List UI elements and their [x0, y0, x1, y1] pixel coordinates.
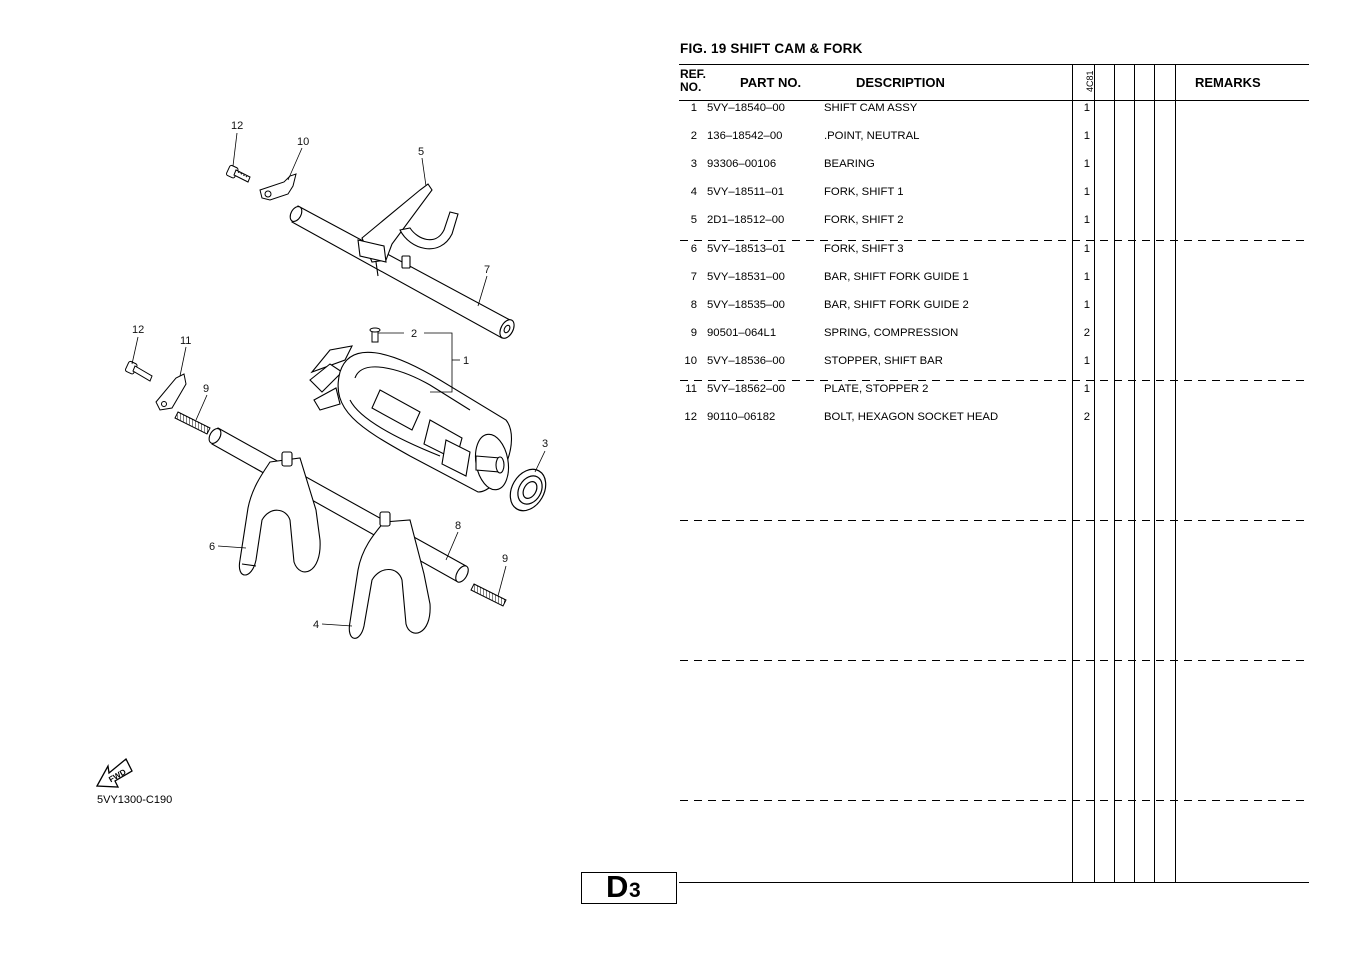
part-no-cell: 93306–00106	[707, 158, 777, 171]
part-no-cell: 5VY–18536–00	[707, 354, 785, 367]
part-no-cell: 90501–064L1	[707, 326, 777, 339]
quantity-cell: 2	[1083, 411, 1090, 424]
part-no-cell: 2D1–18512–00	[707, 214, 785, 227]
description-cell: STOPPER, SHIFT BAR	[824, 354, 943, 367]
fork-5	[357, 183, 459, 277]
ref-cell: 8	[690, 298, 697, 311]
ref-cell: 10	[684, 354, 697, 367]
page-indicator	[581, 872, 677, 904]
part-no-cell: 5VY–18540–00	[707, 102, 785, 114]
quantity-cell: 1	[1083, 214, 1090, 227]
part-no-cell: 5VY–18511–01	[707, 186, 785, 199]
callout-12-lower: 12	[132, 324, 144, 336]
header-description: DESCRIPTION	[856, 75, 945, 90]
spring-9-right	[470, 583, 507, 607]
callout-5: 5	[418, 146, 424, 158]
description-cell: SHIFT CAM ASSY	[824, 102, 918, 114]
description-cell: FORK, SHIFT 1	[824, 186, 904, 199]
ref-cell: 11	[685, 383, 697, 395]
ref-cell: 12	[684, 411, 697, 424]
bolt-12-upper	[225, 164, 251, 183]
callout-6: 6	[209, 541, 215, 553]
quantity-cell: 1	[1083, 130, 1090, 143]
quantity-cell: 1	[1083, 242, 1090, 255]
description-cell: BOLT, HEXAGON SOCKET HEAD	[824, 411, 999, 424]
description-cell: BAR, SHIFT FORK GUIDE 2	[824, 298, 969, 311]
callout-10: 10	[297, 136, 309, 148]
quantity-cell: 1	[1083, 186, 1090, 199]
ref-cell: 5	[690, 214, 697, 227]
plate-stopper-11	[155, 373, 187, 411]
part-no-cell: 90110–06182	[707, 411, 776, 424]
page-section-letter: D	[606, 869, 629, 904]
description-cell: PLATE, STOPPER 2	[824, 383, 929, 395]
quantity-cell: 2	[1083, 326, 1090, 339]
page-number: 3	[629, 879, 641, 902]
quantity-cell: 1	[1083, 354, 1090, 367]
header-remarks: REMARKS	[1195, 75, 1261, 90]
fork-4	[348, 511, 431, 639]
description-cell: BAR, SHIFT FORK GUIDE 1	[824, 270, 969, 283]
bearing-3	[509, 468, 547, 512]
callout-3: 3	[542, 438, 548, 450]
ref-cell: 6	[690, 242, 697, 255]
point-neutral-2	[369, 327, 381, 343]
callout-11: 11	[180, 335, 191, 347]
callout-2: 2	[411, 328, 417, 340]
callout-1: 1	[463, 355, 469, 367]
quantity-cell: 1	[1083, 158, 1090, 171]
ref-cell: 7	[690, 270, 697, 283]
shift-cam-1	[309, 345, 512, 493]
leader-lines	[131, 132, 546, 627]
header-model-code: 4C81	[1085, 70, 1095, 92]
callout-8: 8	[455, 520, 461, 532]
part-no-cell: 5VY–18531–00	[707, 270, 785, 283]
quantity-cell: 1	[1083, 102, 1090, 114]
figure-code: 5VY1300-C190	[97, 794, 173, 806]
ref-cell: 2	[690, 130, 697, 143]
part-no-cell: 5VY–18535–00	[707, 298, 785, 311]
part-no-cell: 5VY–18513–01	[707, 242, 785, 255]
fwd-arrow-icon	[95, 757, 133, 788]
header-ref-no: REF. NO.	[680, 67, 707, 94]
description-cell: SPRING, COMPRESSION	[824, 326, 959, 339]
header-part-no: PART NO.	[740, 75, 802, 90]
bolt-12-lower	[124, 360, 153, 382]
part-no-cell: 5VY–18562–00	[707, 383, 785, 395]
spring-9-left	[174, 411, 211, 435]
quantity-cell: 1	[1083, 270, 1090, 283]
guide-bar-7	[289, 205, 515, 339]
ref-cell: 4	[690, 186, 697, 199]
stopper-10	[259, 173, 297, 201]
description-cell: .POINT, NEUTRAL	[824, 130, 920, 143]
fork-6	[238, 451, 321, 576]
ref-cell: 3	[690, 158, 697, 171]
quantity-cell: 1	[1083, 298, 1090, 311]
ref-cell: 1	[690, 102, 697, 114]
description-cell: BEARING	[824, 158, 875, 171]
description-cell: FORK, SHIFT 2	[824, 214, 904, 227]
part-no-cell: 136–18542–00	[707, 130, 783, 143]
description-cell: FORK, SHIFT 3	[824, 242, 904, 255]
callout-12-upper: 12	[231, 120, 243, 132]
callout-9-left: 9	[203, 383, 209, 395]
callout-7: 7	[484, 264, 490, 276]
ref-cell: 9	[690, 326, 697, 339]
quantity-cell: 1	[1083, 383, 1090, 395]
callout-9-right: 9	[502, 553, 508, 565]
callout-4: 4	[313, 619, 319, 631]
figure-title: FIG. 19 SHIFT CAM & FORK	[680, 41, 863, 56]
